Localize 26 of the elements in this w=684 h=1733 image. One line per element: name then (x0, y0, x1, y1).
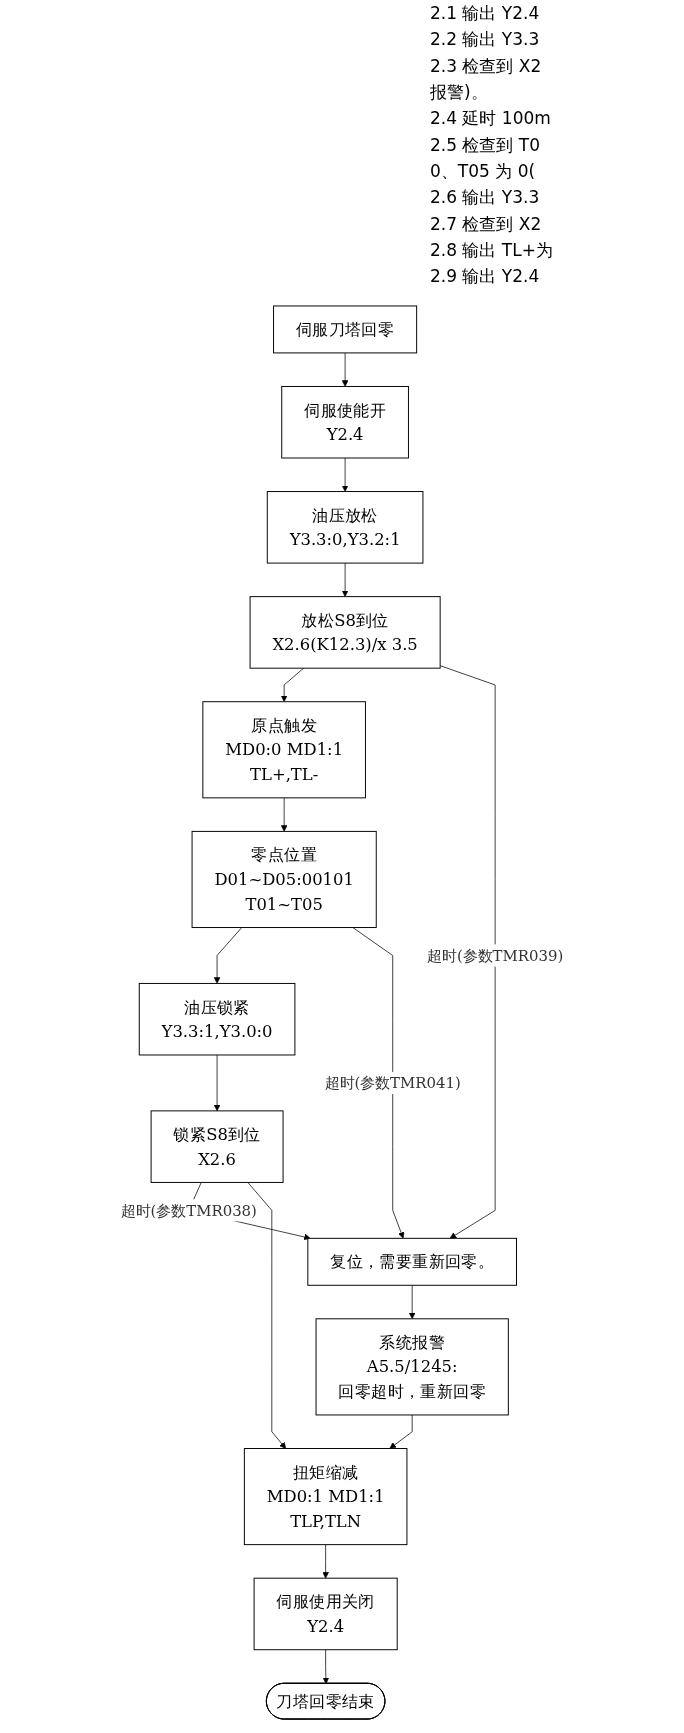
node-box: 零点位置 D01~D05:00101 T01~T05 (191, 830, 377, 929)
node-box: 复位，需要重新回零。 (307, 1237, 517, 1286)
note-text: 2.8 输出 TL+为 (430, 239, 554, 263)
node-box: 油压锁紧 Y3.3:1,Y3.0:0 (138, 982, 296, 1056)
node-box: 扭矩缩减 MD0:1 MD1:1 TLP,TLN (243, 1448, 408, 1546)
note-text: 0、T05 为 0( (430, 160, 537, 184)
node-box: 油压放松 Y3.3:0,Y3.2:1 (266, 491, 424, 564)
node-box: 伺服使用关闭 Y2.4 (253, 1577, 398, 1651)
node-box: 放松S8到位 X2.6(K12.3)/x 3.5 (249, 596, 441, 669)
edge-label: 超时(参数TMR039) (427, 946, 564, 965)
note-text: 2.4 延时 100m (430, 107, 552, 131)
note-text: 报警)。 (430, 81, 489, 105)
note-text: 2.1 输出 Y2.4 (430, 2, 541, 25)
node-box: 系统报警 A5.5/1245: 回零超时，重新回零 (315, 1318, 509, 1416)
edge-label: 超时(参数TMR038) (120, 1201, 257, 1220)
node-box: 伺服使能开 Y2.4 (281, 385, 409, 459)
node-box: 伺服刀塔回零 (273, 305, 418, 354)
edge-label: 超时(参数TMR041) (324, 1073, 461, 1092)
note-text: 2.2 输出 Y3.3 (430, 28, 541, 52)
note-text: 2.9 输出 Y2.4 (430, 265, 541, 289)
note-text: 2.5 检查到 T0 (430, 133, 542, 157)
note-text: 2.7 检查到 X2 (430, 212, 543, 236)
node-box: 锁紧S8到位 X2.6 (150, 1110, 284, 1183)
node-box: 原点触发 MD0:0 MD1:1 TL+,TL- (202, 701, 366, 799)
note-text: 2.6 输出 Y3.3 (430, 186, 541, 210)
note-text: 2.3 检查到 X2 (430, 54, 543, 78)
